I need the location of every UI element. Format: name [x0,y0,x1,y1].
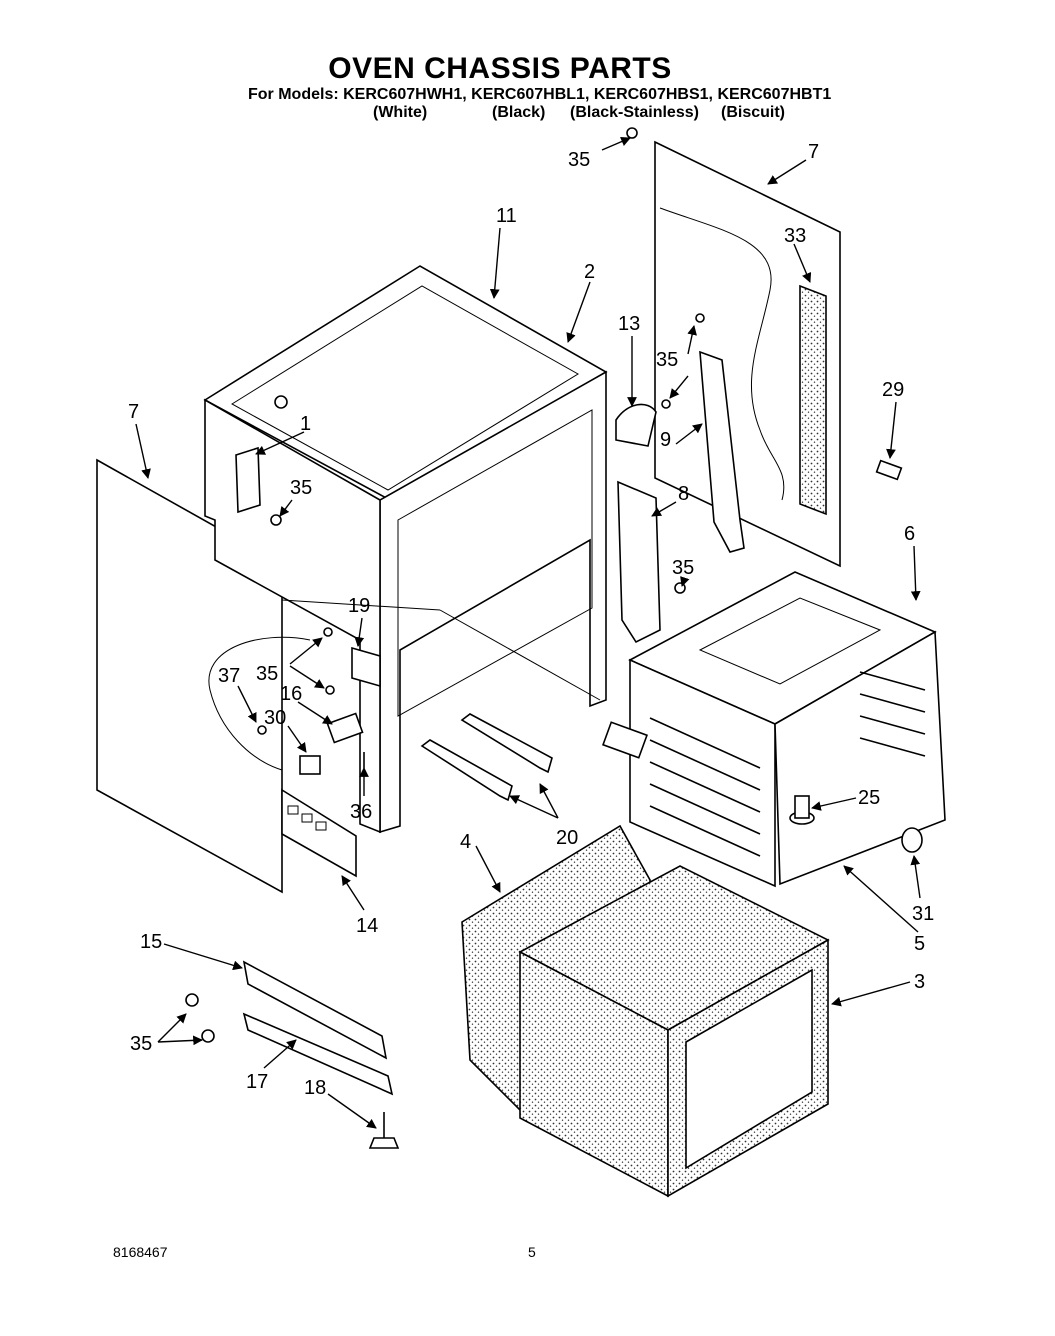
variant-label: (Black) [492,104,546,121]
screw-35-top [626,127,638,139]
callout: 19 [348,595,370,617]
screw-35-e [323,627,333,637]
callout: 35 [672,557,694,579]
callout: 2 [584,261,595,283]
rail-20-b [420,739,513,802]
callout: 35 [256,663,278,685]
rail-20-a [460,713,553,774]
part-31 [901,827,923,853]
bracket-19 [351,646,381,688]
callout: 35 [290,477,312,499]
callout: 7 [808,141,819,163]
screw-35-d [674,582,686,594]
callout: 1 [300,413,311,435]
bracket-8 [617,480,661,644]
callout: 4 [460,831,471,853]
chassis-front-frame [379,370,607,834]
callout: 3 [914,971,925,993]
callout: 36 [350,801,372,823]
callout: 31 [912,903,934,925]
oven-rack-guides [649,671,926,857]
callout: 25 [858,787,880,809]
bracket-13 [615,403,657,447]
models-line: For Models: KERC607HWH1, KERC607HBL1, KE… [248,86,832,103]
oven-rack-frame [774,630,946,886]
leader-arrows [135,136,921,1129]
wire-harness-right [659,207,785,501]
callout: 6 [904,523,915,545]
callout: 20 [556,827,578,849]
callout: 30 [264,707,286,729]
oven-liner-side [629,658,776,888]
chassis-hole [274,395,288,409]
insulation-box-opening [685,968,813,1170]
part-14-slots [287,805,327,831]
callout: 8 [678,483,689,505]
wire-harness-left [208,636,311,771]
document-number: 8168467 [113,1244,168,1260]
part-16 [326,712,364,744]
callout: 14 [356,915,378,937]
variant-label: (White) [373,104,428,121]
bracket-15 [242,960,388,1060]
bracket-1 [235,446,261,514]
bracket-9 [699,350,745,553]
plug-29 [875,459,903,481]
screw-35-c [661,399,671,409]
chassis-rail-lower [281,599,441,611]
callout: 5 [914,933,925,955]
screw-35-h [201,1029,215,1043]
variant-label: (Black-Stainless) [570,104,699,121]
part-37 [257,725,267,735]
part-30 [299,755,321,775]
callout: 11 [496,205,517,227]
callout: 7 [128,401,139,423]
screw-35-a [270,514,282,526]
callout: 16 [280,683,302,705]
callout-labels: 35 7 11 33 2 13 35 29 7 1 9 35 8 6 19 35… [128,141,934,1099]
callout: 9 [660,429,671,451]
callout: 37 [218,665,240,687]
page-title: OVEN CHASSIS PARTS [328,52,672,85]
screw-35-b [695,313,705,323]
leg-18-foot [368,1137,400,1149]
callout: 35 [656,349,678,371]
callout: 33 [784,225,806,247]
screw-35-f [325,685,335,695]
callout: 35 [568,149,590,171]
chassis-top-inner [231,285,579,491]
callout: 15 [140,931,162,953]
chassis-front-opening [397,409,593,717]
page-number: 5 [528,1244,536,1260]
oven-liner-top-inner [698,597,882,685]
liner-flange [602,721,648,759]
chassis-rail [439,609,601,701]
screw-35-g [185,993,199,1007]
variant-label: (Biscuit) [721,104,785,121]
bracket-17 [242,1012,394,1096]
callout: 29 [882,379,904,401]
part-14 [281,788,357,878]
callout: 17 [246,1071,268,1093]
callout: 18 [304,1077,326,1099]
right-side-panel [654,140,841,568]
part-25 [794,795,810,819]
insulation-strip [799,284,827,516]
callout: 13 [618,313,640,335]
callout: 35 [130,1033,152,1055]
